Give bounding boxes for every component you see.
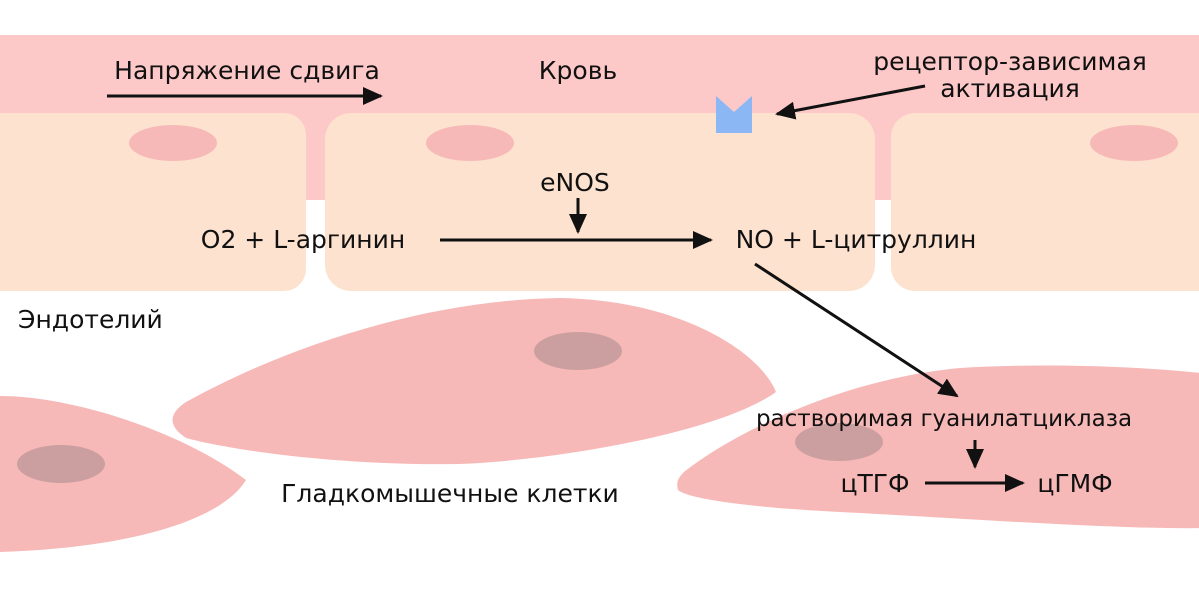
receptor-activation-label-line2: активация <box>940 74 1080 103</box>
cgtp-label: цТГФ <box>840 469 909 498</box>
shear-stress-label: Напряжение сдвига <box>114 56 380 85</box>
smooth-muscle-nucleus <box>795 423 883 461</box>
smooth-muscle-cell-center <box>172 298 776 465</box>
receptor-activation-label-line1: рецептор-зависимая <box>873 47 1147 76</box>
sgc-label: растворимая гуанилатциклаза <box>756 406 1132 432</box>
smooth-muscle-cell-right <box>677 365 1199 529</box>
receptor-icon <box>716 96 752 133</box>
receptor-activation-arrow <box>775 84 926 120</box>
blood-label: Кровь <box>539 56 617 85</box>
smooth-muscle-nucleus <box>17 445 105 483</box>
no-diffusion-arrow <box>754 262 959 398</box>
endothelial-cell-middle <box>325 113 875 291</box>
endothelial-cell-left <box>0 113 306 291</box>
endothelial-nucleus <box>1090 125 1178 161</box>
substrates-label: O2 + L-аргинин <box>201 225 405 254</box>
enos-label: eNOS <box>540 168 610 197</box>
endothelial-nucleus <box>426 125 514 161</box>
smooth-muscle-nucleus <box>534 332 622 370</box>
smooth-muscle-cell-left <box>0 396 246 552</box>
endothelial-nucleus <box>129 125 217 161</box>
products-label: NO + L-цитруллин <box>736 225 977 254</box>
endothelium-label: Эндотелий <box>18 305 163 334</box>
cgmp-label: цГМФ <box>1037 469 1112 498</box>
smooth-muscle-cells-label: Гладкомышечные клетки <box>281 479 619 508</box>
